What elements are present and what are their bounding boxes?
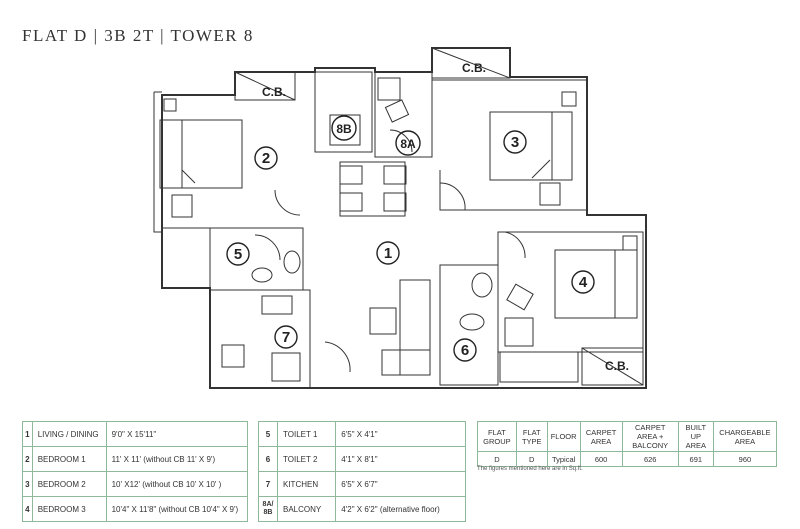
floor-plan: 2 3 1 4 5 6 7 8A 8B C.B. C.B. C.B. bbox=[153, 47, 647, 389]
units-note: The figures mentioned here are in Sq.ft. bbox=[477, 466, 583, 472]
area-table: FLAT GROUP FLAT TYPE FLOOR CARPET AREA C… bbox=[477, 421, 778, 467]
room-label-7: 7 bbox=[282, 329, 290, 346]
room-label-6: 6 bbox=[461, 342, 469, 359]
cupboard-label-1: C.B. bbox=[262, 85, 286, 99]
page-title: FLAT D | 3B 2T | TOWER 8 bbox=[22, 26, 254, 45]
room-label-4: 4 bbox=[579, 274, 588, 291]
room-label-8a: 8A bbox=[400, 137, 416, 151]
room-label-1: 1 bbox=[384, 245, 392, 262]
table-row: D D Typical 600 626 691 960 bbox=[477, 451, 778, 467]
room-label-2: 2 bbox=[262, 150, 270, 167]
table-header-row: FLAT GROUP FLAT TYPE FLOOR CARPET AREA C… bbox=[477, 421, 778, 452]
room-label-5: 5 bbox=[234, 246, 242, 263]
cupboard-label-3: C.B. bbox=[605, 359, 629, 373]
room-label-8b: 8B bbox=[336, 122, 352, 136]
cupboard-label-2: C.B. bbox=[462, 61, 486, 75]
room-label-3: 3 bbox=[511, 134, 519, 151]
